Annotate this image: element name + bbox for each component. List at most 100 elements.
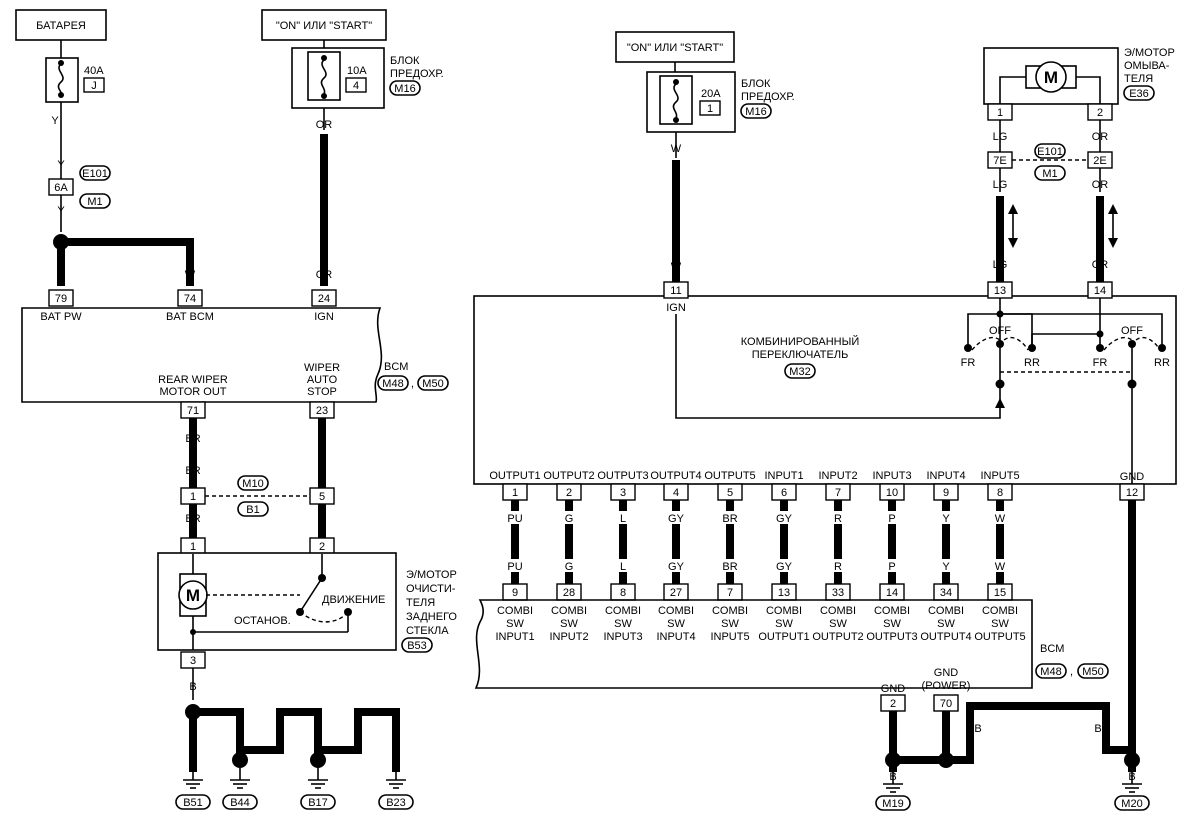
- ground-b44: B44: [222, 768, 258, 810]
- rear-wiper-label-1: REAR WIPER: [158, 374, 228, 386]
- fuse-block-conn: M16: [394, 83, 415, 95]
- washer-motor: M 1 2 Э/МОТОР ОМЫВА- ТЕЛЯ E36: [983, 47, 1175, 121]
- ground-m20-label: M20: [1121, 798, 1142, 810]
- ignition-label-right: "ON" ИЛИ "START": [627, 42, 723, 54]
- io-bcm-label-2: SW: [829, 618, 847, 630]
- motor-letter: M: [186, 586, 200, 605]
- io-top-pin: 5: [727, 487, 733, 499]
- io-top-pin: 10: [886, 487, 898, 499]
- io-wire-label-bg: [990, 511, 1010, 524]
- wire-b-6: B: [392, 731, 399, 743]
- combination-switch: 11 IGN 13 14 КОМБИНИРОВАННЫЙ ПЕРЕКЛЮЧАТЕ…: [473, 281, 1177, 485]
- io-name-label: OUTPUT1: [489, 470, 540, 482]
- wire-w-r1: W: [671, 143, 682, 155]
- io-wire-label-bg: [613, 559, 633, 572]
- motor-conn-b53: B53: [407, 640, 427, 652]
- wire-b-7: B: [189, 756, 196, 768]
- io-wire-label-bg: [882, 511, 902, 524]
- bcm-left-label: BCM: [384, 361, 408, 373]
- io-bcm-label-3: OUTPUT2: [812, 631, 863, 643]
- bcm-pin-74: 74: [184, 293, 196, 305]
- io-wire-label-bg: [990, 559, 1010, 572]
- wire-b-r2: B: [889, 723, 896, 735]
- bcm-pin-79-label: BAT PW: [40, 311, 82, 323]
- bcm-right-comma: ,: [1070, 666, 1073, 678]
- switch1-off: OFF: [989, 325, 1011, 337]
- connector-e101-r: E101: [1037, 146, 1063, 158]
- io-bottom-pin: 33: [832, 587, 844, 599]
- io-wire-label-bg: [720, 511, 740, 524]
- joint-pin-5: 5: [319, 491, 325, 503]
- wiper-auto-label-2: AUTO: [307, 374, 338, 386]
- bcm-pin-24-label: IGN: [314, 311, 334, 323]
- bcm-left-conn-m50: M50: [422, 378, 443, 390]
- io-wire-label-bg: [720, 559, 740, 572]
- io-bcm-label-2: SW: [937, 618, 955, 630]
- bcm-pin-70: 70: [940, 698, 952, 710]
- motor-label-3: ТЕЛЯ: [406, 597, 435, 609]
- fuse-block-r-conn: M16: [745, 106, 766, 118]
- fuse-block-label-2: ПРЕДОХР.: [390, 68, 444, 80]
- io-name-label: INPUT1: [764, 470, 803, 482]
- combi-io-wires: OUTPUT11PUPU9COMBISWINPUT1OUTPUT22GG28CO…: [489, 470, 1025, 643]
- io-top-pin: 7: [835, 487, 841, 499]
- connector-m10: M10: [242, 478, 263, 490]
- bcm-pin-71: 71: [187, 405, 199, 417]
- io-wire-label-bg: [666, 559, 686, 572]
- washer-pin-2: 2: [1097, 107, 1103, 119]
- io-bcm-label-2: SW: [721, 618, 739, 630]
- motor-pin-2: 2: [319, 541, 325, 553]
- io-bcm-label-1: COMBI: [766, 605, 802, 617]
- io-name-label: OUTPUT4: [650, 470, 701, 482]
- io-bcm-label-1: COMBI: [605, 605, 641, 617]
- connector-b1: B1: [246, 504, 259, 516]
- connector-6a-label: 6A: [54, 182, 68, 194]
- io-wire-color: W: [995, 561, 1006, 573]
- io-top-pin: 6: [781, 487, 787, 499]
- bcm-left-conn-m48: M48: [382, 378, 403, 390]
- motor-label-2: ОЧИСТИ-: [406, 583, 456, 595]
- fuse-10a: 10A 4 БЛОК ПРЕДОХР. M16: [291, 47, 444, 109]
- io-wire-label-bg: [882, 559, 902, 572]
- io-bcm-label-3: INPUT3: [603, 631, 642, 643]
- connector-6a: 6A E101 M1: [48, 165, 111, 209]
- io-wire-label-bg: [774, 511, 794, 524]
- washer-label-2: ОМЫВА-: [1124, 60, 1170, 72]
- bcm-right-conn-m50: M50: [1082, 666, 1103, 678]
- io-bcm-label-1: COMBI: [874, 605, 910, 617]
- io-wire-label-bg: [936, 559, 956, 572]
- io-wire-color: Y: [942, 513, 950, 525]
- io-bcm-label-1: COMBI: [820, 605, 856, 617]
- ground-b51-label: B51: [183, 797, 203, 809]
- io-bcm-label-3: OUTPUT4: [920, 631, 971, 643]
- io-bcm-label-2: SW: [775, 618, 793, 630]
- io-bcm-label-1: COMBI: [551, 605, 587, 617]
- io-name-label: INPUT4: [926, 470, 965, 482]
- io-wire-label-bg: [936, 511, 956, 524]
- wire-lg-1: LG: [993, 131, 1008, 143]
- switch1-fr: FR: [961, 357, 976, 369]
- io-wire-color: GY: [668, 513, 685, 525]
- ground-b17-label: B17: [308, 797, 328, 809]
- combi-label-1: КОМБИНИРОВАННЫЙ: [741, 335, 859, 348]
- io-wire-color: L: [620, 513, 626, 525]
- bcm-pin-23: 23: [316, 405, 328, 417]
- fuse-10a-rating: 10A: [347, 65, 367, 77]
- motor-pin-1: 1: [190, 541, 196, 553]
- wire-w-r2: W: [671, 261, 682, 273]
- fuse-40a-id: J: [91, 80, 97, 92]
- combi-pin-14: 14: [1094, 285, 1106, 297]
- wire-y-1: Y: [51, 115, 59, 127]
- fuse-20a-rating: 20A: [701, 88, 721, 100]
- io-bcm-label-2: SW: [883, 618, 901, 630]
- fuse-40a: 40A J: [45, 57, 105, 103]
- io-name-label: OUTPUT3: [597, 470, 648, 482]
- io-bcm-label-1: COMBI: [982, 605, 1018, 617]
- bcm-right-label: BCM: [1040, 643, 1064, 655]
- bcm-right-conn-m48: M48: [1040, 666, 1061, 678]
- io-wire-color: G: [565, 561, 574, 573]
- io-bottom-pin: 27: [670, 587, 682, 599]
- ground-b51: B51: [175, 772, 211, 810]
- io-bcm-label-2: SW: [667, 618, 685, 630]
